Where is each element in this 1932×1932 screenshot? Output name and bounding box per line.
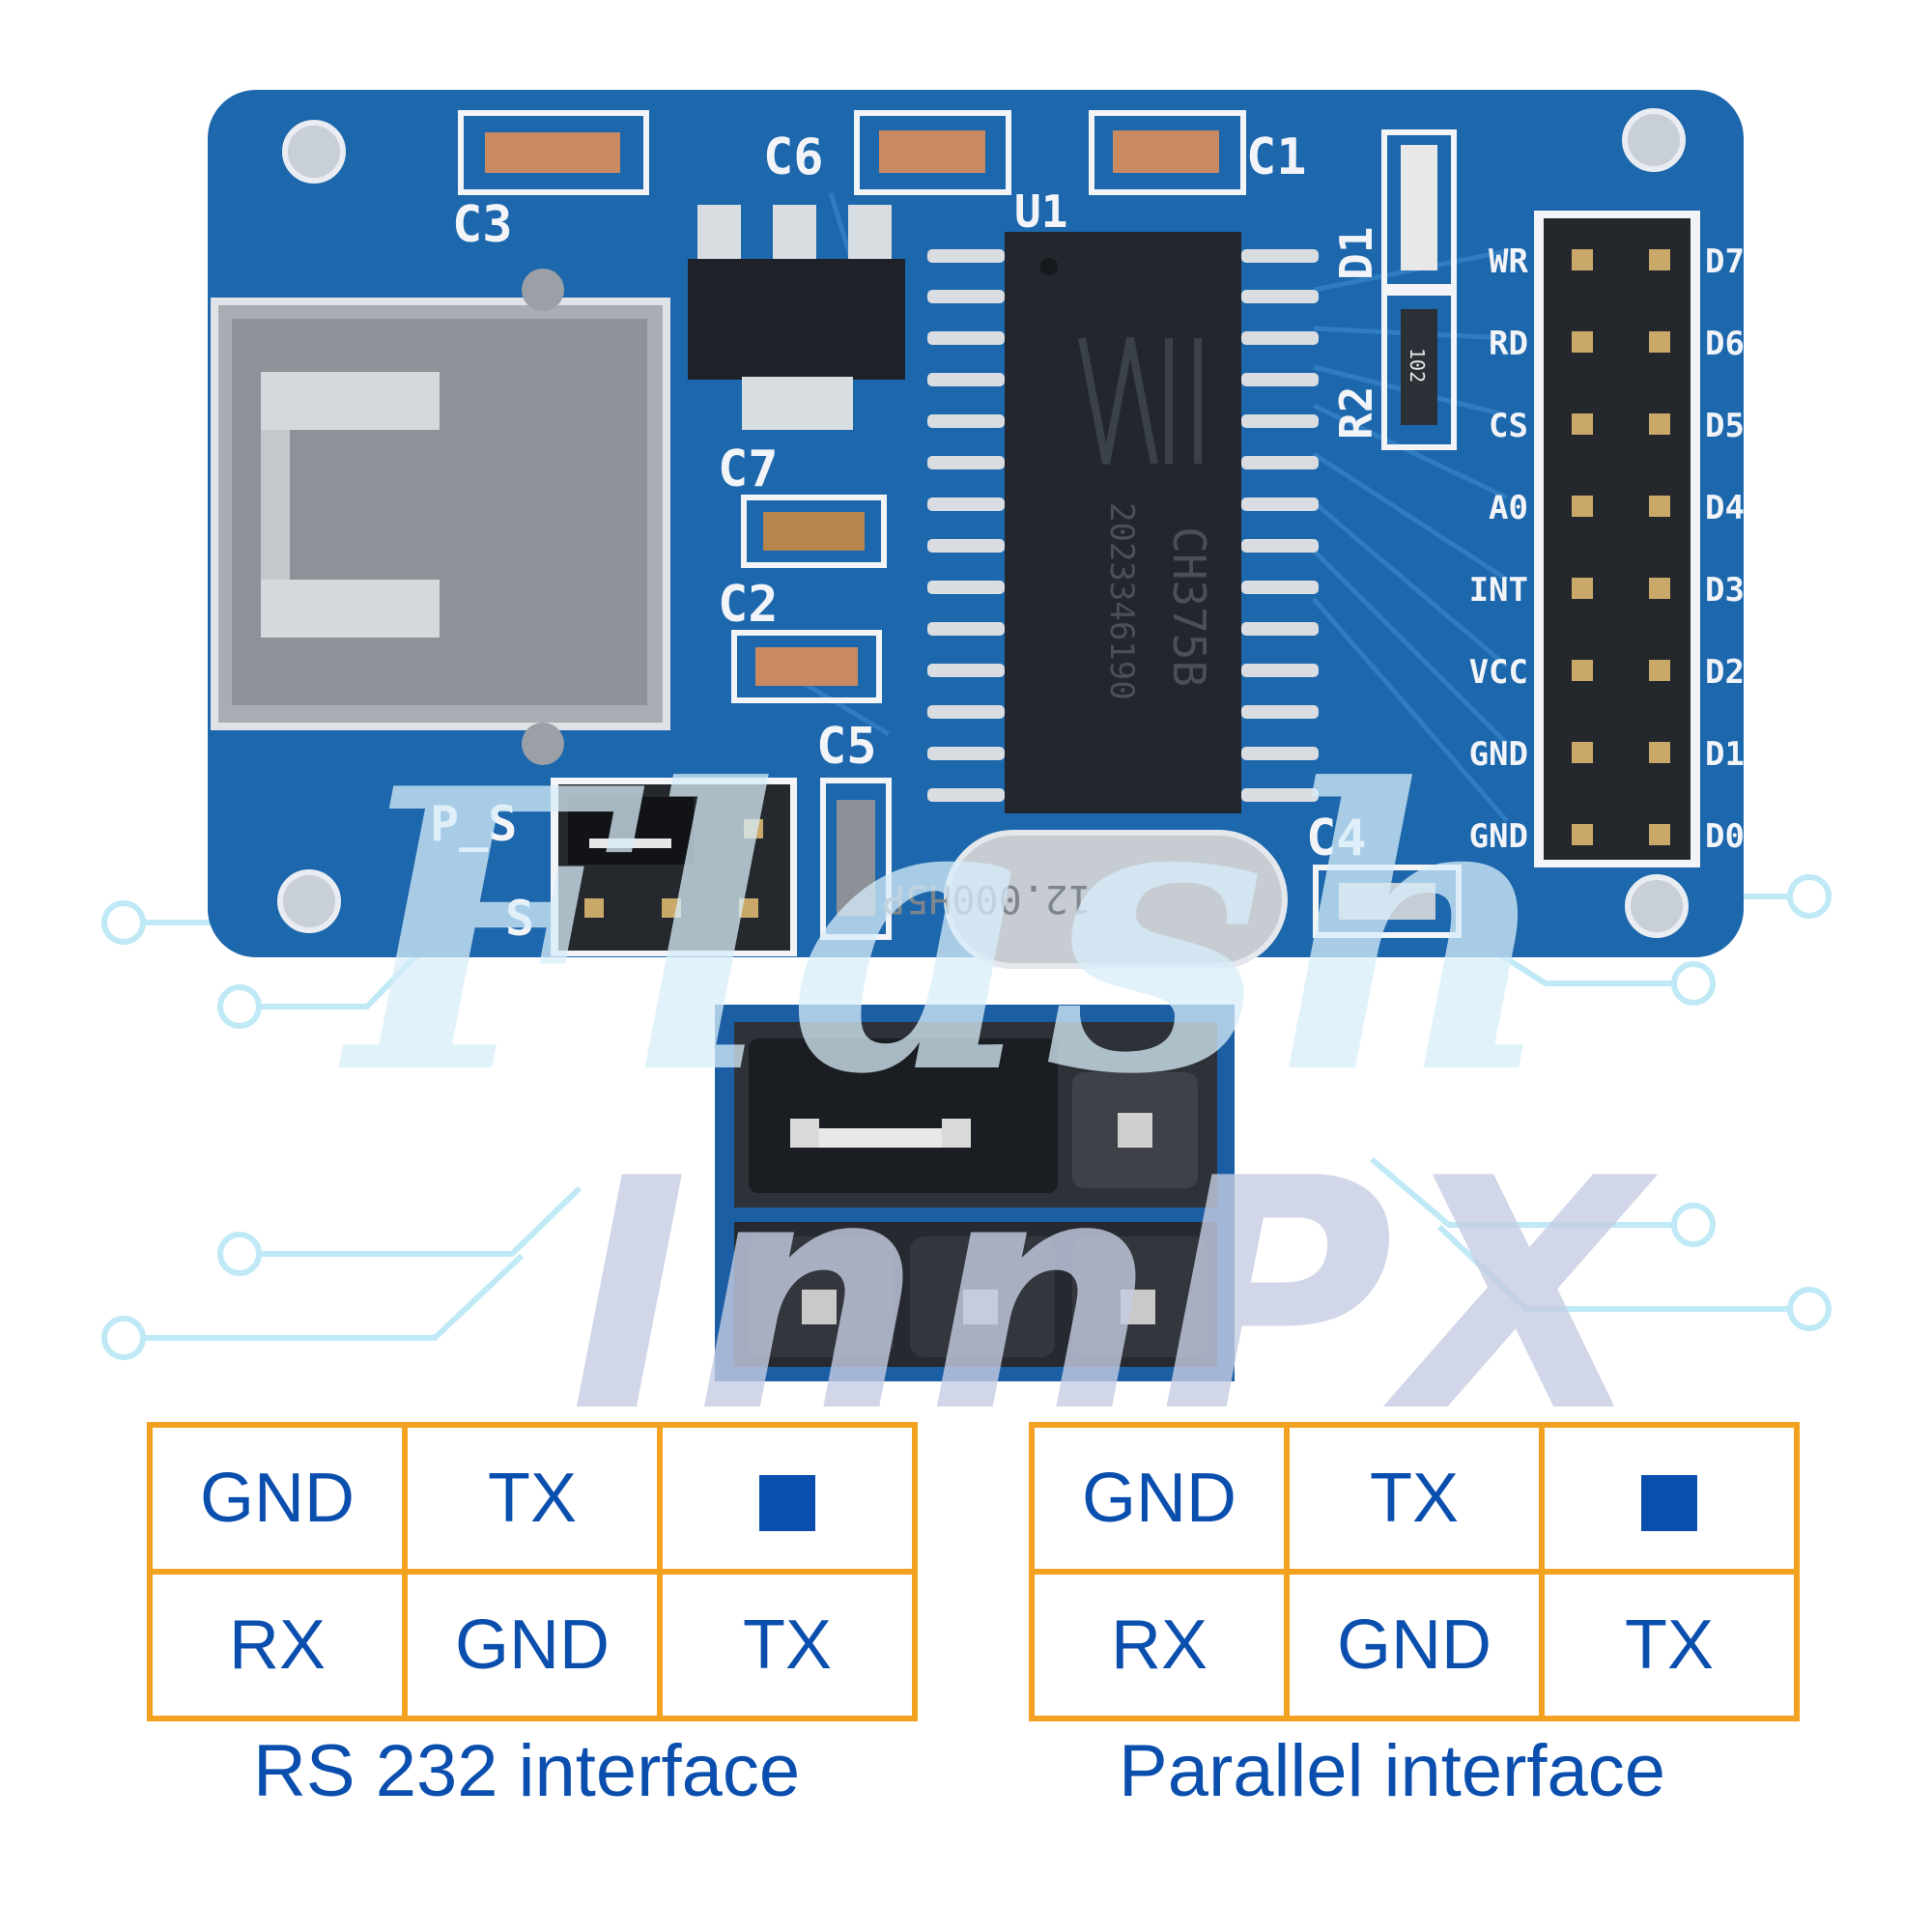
table-cell: GND xyxy=(402,1569,663,1721)
header-label-d5: D5 xyxy=(1705,407,1745,445)
silk-p-s: P_S xyxy=(430,796,517,852)
watermark-line-2: InnPX xyxy=(570,1111,1651,1482)
usb-connector xyxy=(211,269,670,765)
table-row: GND TX xyxy=(1029,1422,1800,1575)
silk-c4: C4 xyxy=(1306,810,1367,867)
square-pin-marker-icon xyxy=(1641,1474,1697,1531)
table-cell xyxy=(1539,1422,1800,1575)
parallel-caption: Parallel interface xyxy=(1119,1730,1666,1812)
crystal-oscillator: 12.000H5P xyxy=(882,830,1288,969)
mounting-hole xyxy=(282,120,346,184)
chip-date-code: 2023346190 xyxy=(1102,502,1141,700)
voltage-regulator xyxy=(688,205,905,430)
header-label-int: INT xyxy=(1469,571,1528,610)
silk-c2: C2 xyxy=(718,576,779,634)
table-cell xyxy=(657,1422,918,1575)
silk-c6: C6 xyxy=(763,128,824,186)
table-cell: TX xyxy=(1284,1422,1545,1575)
table-cell: GND xyxy=(1284,1569,1545,1721)
silk-s: S xyxy=(505,891,534,947)
table-cell: TX xyxy=(1539,1569,1800,1721)
silk-c1: C1 xyxy=(1246,128,1307,186)
silk-c5: C5 xyxy=(816,718,877,776)
table-row: GND TX xyxy=(147,1422,918,1575)
header-label-d1: D1 xyxy=(1705,735,1745,774)
mounting-hole xyxy=(277,869,341,933)
header-label-d3: D3 xyxy=(1705,571,1745,610)
header-label-gnd-2: GND xyxy=(1469,817,1528,856)
table-cell: RX xyxy=(147,1569,408,1721)
table-cell: GND xyxy=(1029,1422,1290,1575)
crystal-marking: 12.000H5P xyxy=(882,876,1092,921)
header-label-cs: CS xyxy=(1489,407,1528,445)
header-label-rd: RD xyxy=(1489,325,1528,363)
header-label-d0: D0 xyxy=(1705,817,1745,856)
silk-c7: C7 xyxy=(718,440,779,498)
ch375b-chip: CH375B 2023346190 xyxy=(927,232,1319,813)
table-cell: TX xyxy=(657,1569,918,1721)
silk-u1: U1 xyxy=(1014,185,1067,238)
parallel-pin-table: GND TX RX GND TX xyxy=(1029,1422,1800,1721)
table-row: RX GND TX xyxy=(1029,1569,1800,1721)
table-cell: GND xyxy=(147,1422,408,1575)
mounting-hole xyxy=(1622,108,1686,172)
rs232-pin-table: GND TX RX GND TX xyxy=(147,1422,918,1721)
table-row: RX GND TX xyxy=(147,1569,918,1721)
header-label-d4: D4 xyxy=(1705,489,1745,527)
pin-header-2x8 xyxy=(1534,211,1700,867)
header-label-vcc: VCC xyxy=(1469,653,1528,692)
square-pin-marker-icon xyxy=(759,1474,815,1531)
header-label-a0: A0 xyxy=(1489,489,1528,527)
mounting-hole xyxy=(1625,874,1689,938)
watermark-line-1: Flash xyxy=(348,705,1567,1159)
silk-c3: C3 xyxy=(452,196,513,254)
resistor-marking: 102 xyxy=(1406,348,1429,383)
silk-d1: D1 xyxy=(1330,227,1382,280)
rs232-caption: RS 232 interface xyxy=(253,1730,801,1812)
header-label-wr: WR xyxy=(1489,242,1528,281)
header-label-d7: D7 xyxy=(1705,242,1745,281)
header-label-d2: D2 xyxy=(1705,653,1745,692)
table-cell: RX xyxy=(1029,1569,1290,1721)
chip-marking: CH375B xyxy=(1163,526,1215,687)
header-label-d6: D6 xyxy=(1705,325,1745,363)
silk-r2: R2 xyxy=(1330,386,1382,440)
mode-jumper-header xyxy=(551,778,797,956)
table-cell: TX xyxy=(402,1422,663,1575)
header-label-gnd-1: GND xyxy=(1469,735,1528,774)
